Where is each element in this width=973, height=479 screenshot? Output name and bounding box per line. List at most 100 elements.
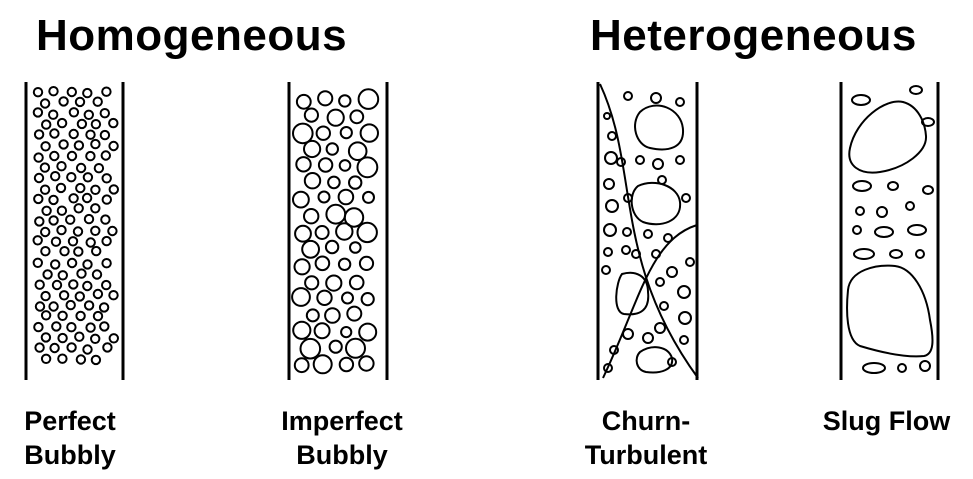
bubble [42, 311, 50, 319]
bubble [92, 247, 100, 255]
bubble [34, 108, 42, 116]
bubble [606, 200, 618, 212]
bubble [34, 236, 42, 244]
bubble [920, 361, 930, 371]
large-bubble [635, 106, 683, 150]
bubble [605, 152, 617, 164]
bubble [49, 302, 57, 310]
bubble [35, 174, 43, 182]
bubble [906, 202, 914, 210]
bubble [660, 302, 668, 310]
bubble [75, 333, 83, 341]
bubble [624, 92, 632, 100]
bubble [58, 119, 66, 127]
bubble [100, 303, 108, 311]
bubble [53, 281, 61, 289]
bubble [78, 120, 86, 128]
bubble [34, 88, 42, 96]
bubble [66, 216, 74, 224]
bubble [622, 246, 630, 254]
bubble [76, 98, 84, 106]
bubble [293, 322, 310, 339]
bubble [74, 247, 82, 255]
bubble [49, 87, 57, 95]
bubble [77, 355, 85, 363]
bubble [84, 173, 92, 181]
bubble [305, 109, 318, 122]
bubble [109, 119, 117, 127]
bubble [69, 237, 77, 245]
bubble [342, 293, 353, 304]
bubble [296, 157, 310, 171]
bubble [102, 88, 110, 96]
bubble [41, 247, 49, 255]
bubble [92, 356, 100, 364]
bubble [76, 292, 84, 300]
large-bubble [637, 347, 673, 372]
bubble [644, 230, 652, 238]
bubble [91, 186, 99, 194]
bubble [916, 250, 924, 258]
bubble [347, 307, 361, 321]
bubble [91, 204, 99, 212]
bubble [679, 312, 691, 324]
bubble [86, 131, 94, 139]
bubble [41, 228, 49, 236]
bubble [623, 329, 633, 339]
bubble [363, 192, 374, 203]
bubble [68, 259, 76, 267]
bubble [58, 207, 66, 215]
bubble [94, 98, 102, 106]
bubble [109, 142, 117, 150]
bubble [319, 192, 330, 203]
bubble [36, 281, 44, 289]
bubble [316, 226, 329, 239]
perfect-bubbly-bubbles [34, 87, 119, 364]
imperfect-bubbly-label: Imperfect Bubbly [262, 404, 422, 472]
bubble [41, 99, 49, 107]
bubble [604, 248, 612, 256]
bubble [358, 223, 377, 242]
bubble [57, 226, 65, 234]
imperfect-bubbly-bubbles [292, 89, 378, 373]
bubble [95, 164, 103, 172]
bubble [59, 97, 67, 105]
bubble [317, 291, 331, 305]
slug-flow-tube [841, 82, 938, 380]
label-line: Bubbly [262, 438, 422, 472]
bubble [52, 238, 60, 246]
bubble [339, 190, 354, 205]
bubble [36, 302, 44, 310]
slug-flow-label: Slug Flow [800, 404, 973, 438]
bubble [49, 196, 57, 204]
bubble [59, 271, 67, 279]
bubble [304, 141, 320, 157]
bubble [87, 238, 95, 246]
bubble [102, 151, 110, 159]
bubble [58, 334, 66, 342]
label-line: Imperfect [262, 404, 422, 438]
bubble [103, 195, 111, 203]
bubble [304, 209, 318, 223]
bubble [102, 237, 110, 245]
bubble [67, 301, 75, 309]
bubble [678, 286, 690, 298]
bubble [888, 182, 898, 190]
bubble [57, 162, 65, 170]
imperfect-bubbly-tube [289, 82, 387, 380]
bubble [326, 205, 345, 224]
bubble [85, 301, 93, 309]
bubble [42, 120, 50, 128]
bubble [636, 156, 644, 164]
bubble [93, 270, 101, 278]
bubble [293, 192, 309, 208]
label-line: Turbulent [566, 438, 726, 472]
bubble [34, 259, 42, 267]
bubble [890, 250, 902, 258]
taylor-bubble [849, 102, 926, 173]
bubble [86, 152, 94, 160]
bubble [50, 344, 58, 352]
bubble [108, 227, 116, 235]
bubble [35, 343, 43, 351]
label-line: Slug Flow [800, 404, 973, 438]
